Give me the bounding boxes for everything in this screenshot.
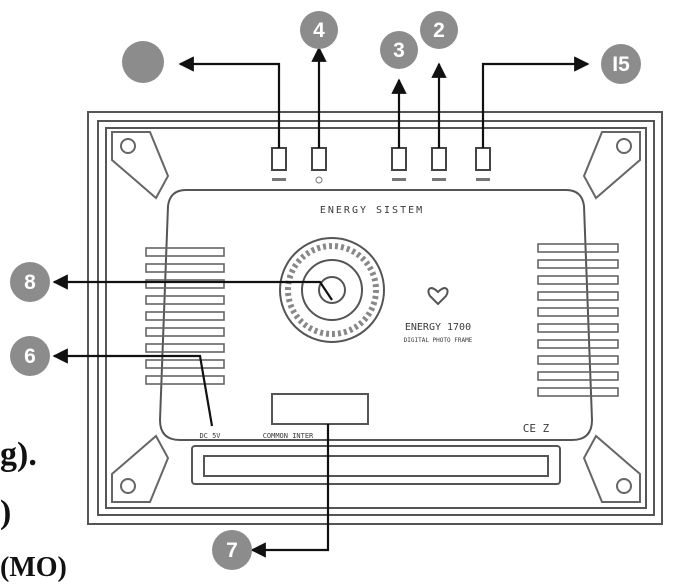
callout-4: 4 (300, 11, 338, 49)
card-slot (271, 393, 369, 425)
top-buttons (271, 147, 491, 171)
callout-2: 2 (420, 11, 458, 49)
leader-6 (52, 348, 214, 427)
right-vent-grille (537, 243, 619, 397)
callout-7: 7 (212, 530, 252, 570)
button-power (311, 147, 327, 171)
svg-text:6: 6 (24, 345, 36, 368)
button-3 (391, 147, 407, 171)
back-panel (158, 189, 594, 441)
speaker-mount (279, 237, 385, 343)
leader-7 (250, 424, 330, 558)
callout-8: 8 (10, 262, 50, 302)
svg-text:7: 7 (226, 539, 238, 562)
svg-text:2: 2 (433, 19, 445, 42)
svg-text:I5: I5 (612, 53, 630, 76)
left-vent-grille (145, 247, 225, 385)
heart-logo-icon (427, 287, 449, 306)
corner-brackets (111, 131, 641, 503)
callout-top-left (122, 41, 164, 83)
leader-8 (52, 274, 333, 301)
svg-text:3: 3 (393, 39, 405, 62)
callout-3: 3 (380, 31, 418, 69)
cropped-text-line-2: ) (0, 494, 12, 531)
button-left (271, 147, 287, 171)
brand-print: ENERGY SISTEM (320, 205, 424, 216)
cropped-text-line-3: (MO) (0, 552, 67, 583)
cert-print: CE Z (523, 422, 550, 435)
cropped-text-line-1: g). (0, 436, 37, 473)
leader-5 (481, 56, 590, 148)
svg-text:8: 8 (24, 271, 36, 294)
callout-6: 6 (10, 336, 50, 376)
stand-slot (191, 445, 561, 485)
port-center-print: COMMON INTER (263, 432, 314, 440)
model-print: ENERGY 1700 (405, 322, 471, 333)
button-2 (431, 147, 447, 171)
svg-text:4: 4 (313, 19, 325, 42)
origin-print: DIGITAL PHOTO FRAME (404, 337, 473, 344)
leader-lines (52, 46, 590, 558)
frame-outline (87, 111, 663, 525)
port-left-print: DC 5V (199, 432, 221, 440)
button-5 (475, 147, 491, 171)
leader-top-left (178, 56, 281, 148)
button-marks (272, 176, 490, 184)
callout-5: I5 (601, 44, 641, 84)
